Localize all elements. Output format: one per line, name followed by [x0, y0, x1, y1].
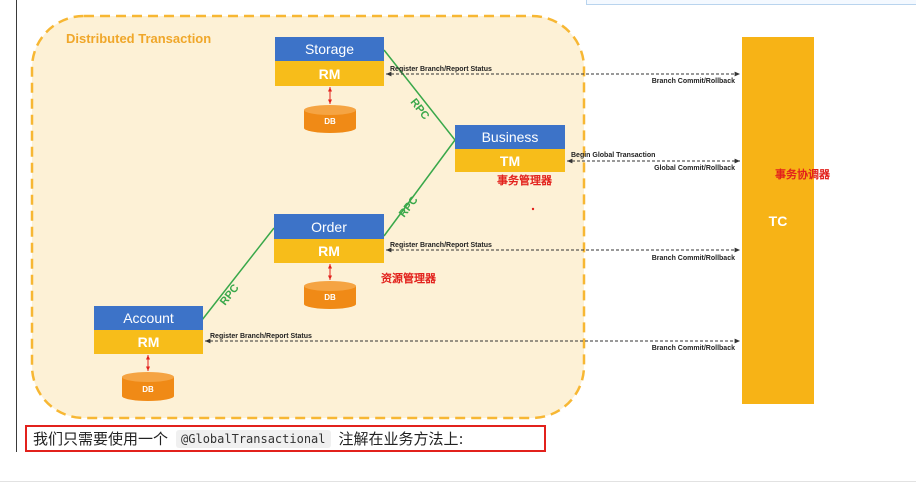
business-service-box	[455, 125, 565, 149]
order-service-box	[274, 214, 384, 239]
region-title: Distributed Transaction	[66, 31, 211, 46]
begin-global-label: Begin Global Transaction	[571, 152, 655, 159]
tc-label: TC	[769, 213, 788, 229]
storage-rm-box	[275, 61, 384, 86]
global-commit-label: Global Commit/Rollback	[654, 165, 735, 172]
rpc-link-storage-business	[383, 49, 456, 141]
storage-service-label: Storage	[305, 41, 354, 57]
account-service-label: Account	[123, 310, 174, 326]
order-rm-label: RM	[318, 243, 340, 259]
business-tm-label: TM	[500, 153, 520, 169]
order-service-label: Order	[311, 219, 347, 235]
storage-node: Storage RM	[275, 37, 384, 86]
storage-branch-commit-label: Branch Commit/Rollback	[652, 78, 735, 85]
storage-service-box	[275, 37, 384, 61]
storage-register-label: Register Branch/Report Status	[390, 66, 492, 73]
caption-box: 我们只需要使用一个 @GlobalTransactional 注解在业务方法上:	[25, 425, 546, 452]
account-register-label: Register Branch/Report Status	[210, 333, 312, 340]
tm-annotation: 事务管理器	[497, 173, 553, 187]
account-rm-box	[94, 330, 203, 354]
tc-box	[742, 37, 814, 404]
rpc-link-order-business	[383, 139, 456, 237]
order-node: Order RM	[274, 214, 384, 263]
caption-prefix: 我们只需要使用一个	[33, 430, 169, 448]
bottom-divider	[0, 481, 916, 482]
storage-db-label: DB	[324, 117, 336, 126]
account-db: DB	[122, 372, 174, 401]
top-panel-edge	[586, 0, 916, 5]
storage-db: DB	[304, 105, 356, 133]
account-rm-label: RM	[138, 334, 160, 350]
left-margin-rule	[16, 0, 17, 452]
order-rm-box	[274, 239, 384, 263]
rpc-link-account-order	[201, 227, 275, 321]
caption-code: @GlobalTransactional	[176, 429, 331, 448]
stray-dot	[531, 207, 535, 211]
storage-rm-label: RM	[319, 66, 341, 82]
account-node: Account RM	[94, 306, 203, 354]
order-branch-commit-label: Branch Commit/Rollback	[652, 255, 735, 262]
business-service-label: Business	[482, 129, 539, 145]
tc-annotation: 事务协调器	[775, 167, 831, 181]
account-db-label: DB	[142, 385, 154, 394]
business-tm-box	[455, 149, 565, 172]
caption-suffix: 注解在业务方法上:	[338, 430, 464, 448]
order-register-label: Register Branch/Report Status	[390, 242, 492, 249]
business-node: Business TM	[455, 125, 565, 172]
rm-annotation: 资源管理器	[381, 271, 437, 285]
order-db: DB	[304, 281, 356, 309]
order-db-label: DB	[324, 293, 336, 302]
account-service-box	[94, 306, 203, 330]
account-branch-commit-label: Branch Commit/Rollback	[652, 345, 735, 352]
